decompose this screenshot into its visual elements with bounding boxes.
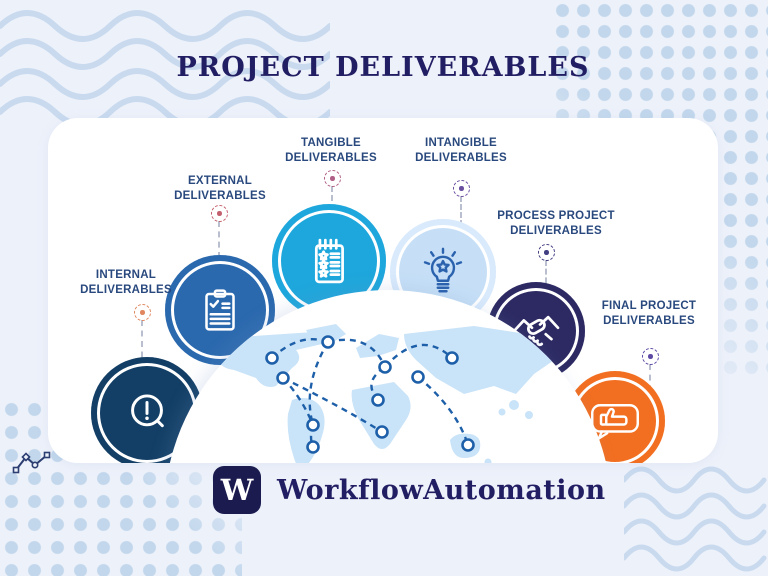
connector-intangible bbox=[460, 196, 462, 226]
notepad-stars-icon bbox=[314, 238, 344, 284]
connector-tangible bbox=[331, 186, 333, 210]
world-map bbox=[219, 324, 563, 463]
label-tangible-deliverables: TANGIBLE DELIVERABLES bbox=[285, 137, 377, 164]
label-external-deliverables: EXTERNAL DELIVERABLES bbox=[174, 175, 266, 202]
line-chart-doodle-icon bbox=[12, 451, 51, 474]
wavy-lines-top-left bbox=[0, 10, 330, 124]
thumbs-up-icon bbox=[591, 404, 639, 440]
exclamation-circle-icon bbox=[131, 394, 164, 428]
world-map-dome bbox=[164, 290, 612, 463]
page-title: PROJECT DELIVERABLES bbox=[176, 52, 590, 83]
lightbulb-icon bbox=[423, 247, 463, 293]
brand-name: WorkflowAutomation bbox=[277, 474, 606, 506]
marker-process-icon bbox=[538, 244, 555, 261]
connector-final bbox=[649, 364, 651, 402]
label-intangible-deliverables: INTANGIBLE DELIVERABLES bbox=[415, 137, 507, 164]
marker-internal-icon bbox=[134, 304, 151, 321]
marker-final-icon bbox=[642, 348, 659, 365]
wavy-lines-bottom-right bbox=[624, 466, 767, 572]
brand-logo-mark-icon: W bbox=[213, 466, 261, 514]
connector-internal bbox=[141, 320, 143, 368]
marker-tangible-icon bbox=[324, 170, 341, 187]
label-internal-deliverables: INTERNAL DELIVERABLES bbox=[80, 269, 172, 296]
marker-external-icon bbox=[211, 205, 228, 222]
brand-logo: W WorkflowAutomation bbox=[213, 466, 606, 514]
label-process-project-deliverables: PROCESS PROJECT DELIVERABLES bbox=[497, 210, 615, 237]
marker-intangible-icon bbox=[453, 180, 470, 197]
connector-process bbox=[545, 260, 547, 292]
clipboard-checklist-icon bbox=[205, 289, 235, 331]
infographic-card: INTERNAL DELIVERABLES EXTERNAL DELIVERAB… bbox=[48, 118, 718, 463]
connector-external bbox=[218, 221, 220, 258]
label-final-project-deliverables: FINAL PROJECT DELIVERABLES bbox=[601, 300, 697, 327]
